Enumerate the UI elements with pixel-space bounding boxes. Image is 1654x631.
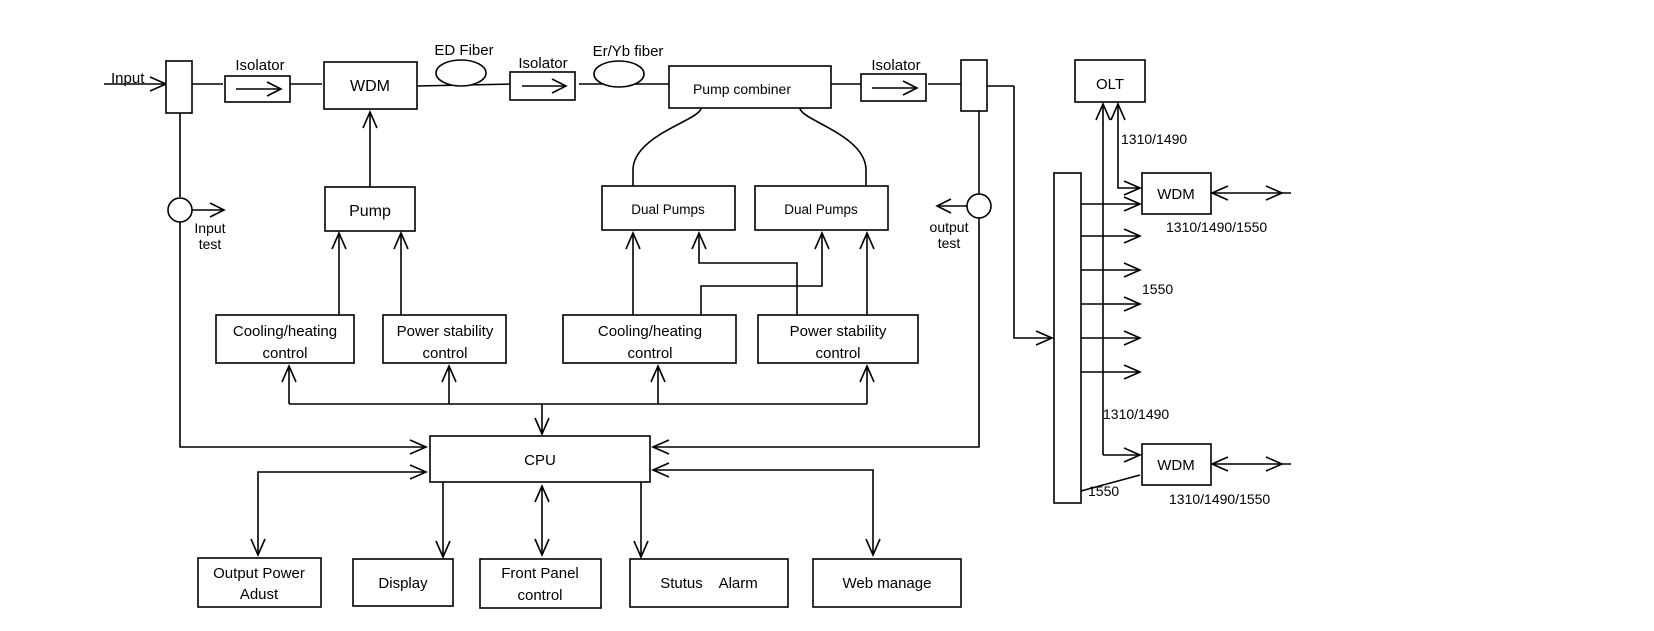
label-er-yb-fiber: Er/Yb fiber	[593, 43, 664, 60]
pump-branch	[324, 110, 416, 232]
output-coupler	[960, 59, 988, 112]
cpu-block	[429, 435, 651, 483]
label-pump-combiner: Pump combiner	[693, 81, 791, 97]
label-cooling-2-line2: control	[627, 345, 672, 362]
label-output-power-line1: Output Power	[213, 565, 305, 582]
label-output-test-line1: output	[930, 219, 969, 235]
label-front-panel-line2: control	[517, 587, 562, 604]
label-wdm-top: WDM	[1157, 186, 1195, 203]
label-ed-fiber: ED Fiber	[434, 42, 493, 59]
input-test-tap	[167, 113, 428, 455]
label-cooling-1-line2: control	[262, 345, 307, 362]
label-power-1-line2: control	[422, 345, 467, 362]
label-display: Display	[378, 575, 428, 592]
label-wl-1310-1490-bottom: 1310/1490	[1103, 406, 1169, 422]
label-wl-1550-mid: 1550	[1142, 281, 1173, 297]
splitter	[1053, 172, 1142, 504]
label-wl-1310-1490-top: 1310/1490	[1121, 131, 1187, 147]
label-front-panel-line1: Front Panel	[501, 565, 579, 582]
label-output-test-line2: test	[938, 235, 961, 251]
label-isolator-1: Isolator	[235, 57, 284, 74]
wdm-bottom	[1141, 443, 1291, 486]
label-status-alarm: Stutus Alarm	[660, 575, 758, 592]
label-cooling-2-line1: Cooling/heating	[598, 323, 702, 340]
label-output-power-line2: Adust	[240, 586, 279, 603]
label-pump: Pump	[349, 203, 391, 220]
isolator-3	[860, 73, 927, 102]
control-bus	[281, 364, 875, 436]
label-input-test-line2: test	[199, 236, 222, 252]
wdm-main	[323, 61, 418, 110]
label-dual-pumps-2: Dual Pumps	[784, 202, 858, 217]
label-wl-1550-bottom: 1550	[1088, 483, 1119, 499]
label-cpu: CPU	[524, 452, 556, 469]
label-wdm-main: WDM	[350, 78, 390, 95]
label-input: Input	[111, 70, 145, 87]
control-boxes	[215, 314, 919, 364]
label-web-manage: Web manage	[843, 575, 932, 592]
label-wdm-bottom: WDM	[1157, 457, 1195, 474]
diagram-labels: Input Isolator WDM ED Fiber Isolator Er/…	[111, 42, 1270, 604]
label-power-2-line2: control	[815, 345, 860, 362]
pump-combiner	[668, 65, 832, 109]
isolator-1	[224, 75, 291, 103]
label-cooling-1-line1: Cooling/heating	[233, 323, 337, 340]
optical-path	[104, 76, 1054, 346]
label-power-1-line1: Power stability	[397, 323, 494, 340]
label-wl-1310-1490-1550-top: 1310/1490/1550	[1166, 219, 1267, 235]
control-to-pump-arrows	[331, 231, 875, 315]
cpu-peripheral-boxes	[197, 557, 962, 609]
label-olt: OLT	[1096, 76, 1124, 93]
label-power-2-line1: Power stability	[790, 323, 887, 340]
isolator-2	[509, 71, 576, 101]
olt-block	[1074, 59, 1146, 463]
er-yb-fiber-coil	[593, 60, 645, 88]
dual-pumps-branch	[601, 107, 889, 231]
label-wl-1310-1490-1550-bottom: 1310/1490/1550	[1169, 491, 1270, 507]
label-input-test-line1: Input	[194, 220, 225, 236]
ed-fiber-coil	[435, 59, 487, 87]
label-isolator-3: Isolator	[871, 57, 920, 74]
wdm-top	[1141, 172, 1291, 215]
label-isolator-2: Isolator	[518, 55, 567, 72]
label-dual-pumps-1: Dual Pumps	[631, 202, 705, 217]
output-test-tap	[651, 111, 992, 455]
cpu-peripheral-links	[250, 462, 881, 559]
input-coupler	[165, 60, 193, 114]
